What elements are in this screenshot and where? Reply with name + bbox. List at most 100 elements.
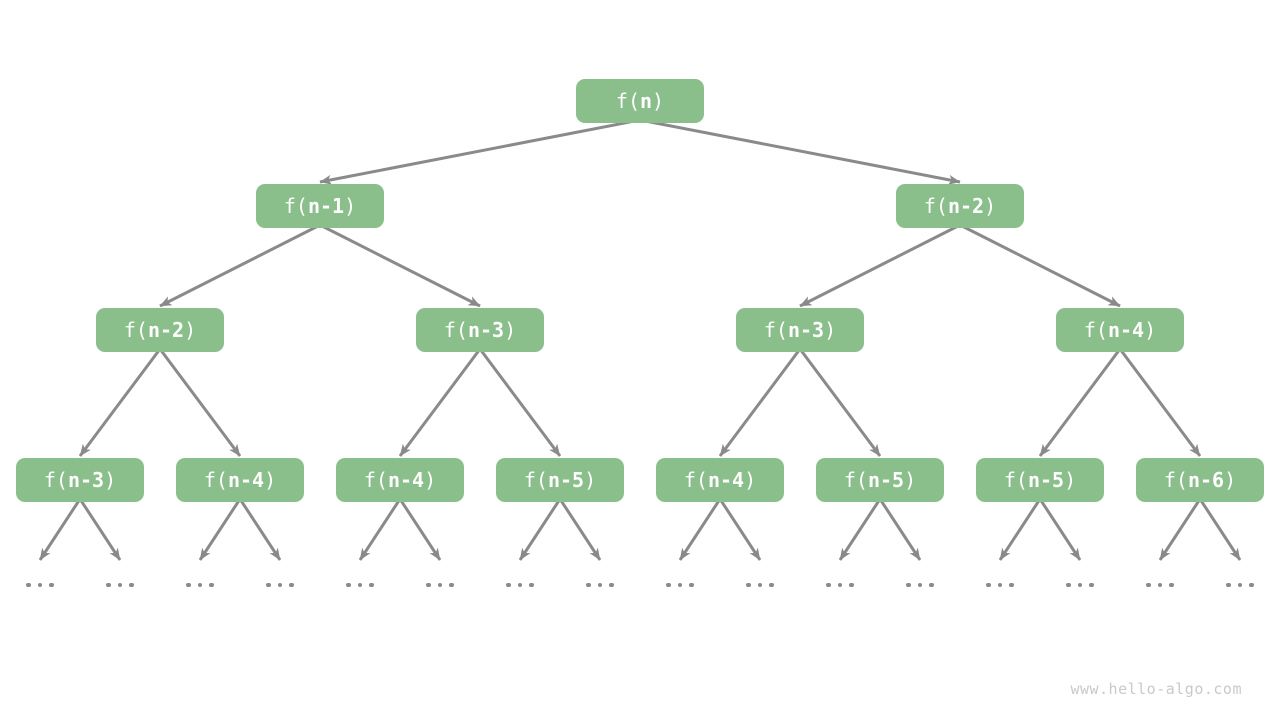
edge-arrow xyxy=(1198,498,1242,561)
ellipsis-dot xyxy=(26,582,31,588)
ellipsis-dot xyxy=(1009,582,1014,588)
node-label-suffix: ) xyxy=(1144,318,1157,342)
edge-arrow xyxy=(518,498,562,561)
tree-node: f(n-5) xyxy=(496,458,624,502)
ellipsis-dot xyxy=(117,582,123,588)
ellipsis-dot xyxy=(929,582,934,588)
node-label-suffix: ) xyxy=(104,468,117,492)
ellipsis-dot xyxy=(37,582,43,588)
edge-arrow xyxy=(838,498,882,561)
node-label-prefix: f( xyxy=(1003,468,1028,492)
tree-node: f(n-3) xyxy=(736,308,864,352)
edge-arrow xyxy=(158,348,242,457)
ellipsis-leaf xyxy=(660,577,700,593)
edge-arrow xyxy=(798,348,882,457)
ellipsis-leaf xyxy=(100,577,140,593)
node-label-arg: n-4 xyxy=(227,468,265,492)
node-label-prefix: f( xyxy=(363,468,388,492)
edge-arrow xyxy=(358,498,402,561)
ellipsis-dot xyxy=(677,582,683,588)
node-label-suffix: ) xyxy=(1064,468,1077,492)
ellipsis-dot xyxy=(129,582,134,588)
ellipsis-dot xyxy=(586,582,591,588)
edge-arrow xyxy=(718,348,802,457)
tree-node: f(n-4) xyxy=(1056,308,1184,352)
tree-node: f(n-2) xyxy=(96,308,224,352)
node-label-prefix: f( xyxy=(283,194,308,218)
tree-node: f(n-5) xyxy=(816,458,944,502)
ellipsis-dot xyxy=(757,582,763,588)
edge-arrow xyxy=(678,498,722,561)
edge-arrow xyxy=(1038,498,1082,561)
ellipsis-leaf xyxy=(20,577,60,593)
tree-node: f(n-6) xyxy=(1136,458,1264,502)
ellipsis-leaf xyxy=(900,577,940,593)
ellipsis-dot xyxy=(1146,582,1151,588)
ellipsis-dot xyxy=(906,582,911,588)
edge-arrow xyxy=(959,223,1121,308)
node-label-prefix: f( xyxy=(203,468,228,492)
edge-arrow xyxy=(478,348,562,457)
node-label-prefix: f( xyxy=(923,194,948,218)
edge-arrow xyxy=(159,223,321,308)
node-label-arg: n-2 xyxy=(947,194,985,218)
edge-group xyxy=(38,118,1242,561)
tree-node: f(n-1) xyxy=(256,184,384,228)
node-label-arg: n-4 xyxy=(1107,318,1145,342)
node-label-arg: n-5 xyxy=(1027,468,1065,492)
node-label-suffix: ) xyxy=(1224,468,1237,492)
node-label-arg: n-3 xyxy=(467,318,505,342)
node-label-suffix: ) xyxy=(264,468,277,492)
node-label-prefix: f( xyxy=(1083,318,1108,342)
tree-node: f(n-3) xyxy=(416,308,544,352)
ellipsis-dot xyxy=(689,582,694,588)
ellipsis-dot xyxy=(289,582,294,588)
ellipsis-leaf xyxy=(740,577,780,593)
node-label-prefix: f( xyxy=(123,318,148,342)
ellipsis-dot xyxy=(1157,582,1163,588)
ellipsis-dot xyxy=(666,582,671,588)
node-label-suffix: ) xyxy=(652,89,665,113)
watermark: www.hello-algo.com xyxy=(1070,680,1242,698)
tree-node: f(n-4) xyxy=(336,458,464,502)
ellipsis-dot xyxy=(746,582,751,588)
ellipsis-dot xyxy=(106,582,111,588)
edge-arrow xyxy=(998,498,1042,561)
node-label-arg: n-5 xyxy=(867,468,905,492)
ellipsis-leaf xyxy=(260,577,300,593)
node-label-suffix: ) xyxy=(904,468,917,492)
ellipsis-leaf xyxy=(980,577,1020,593)
edge-arrow xyxy=(398,498,442,561)
ellipsis-dot xyxy=(1089,582,1094,588)
node-label-prefix: f( xyxy=(1163,468,1188,492)
node-label-suffix: ) xyxy=(424,468,437,492)
ellipsis-dot xyxy=(197,582,203,588)
ellipsis-leaf xyxy=(1060,577,1100,593)
ellipsis-dot xyxy=(1169,582,1174,588)
ellipsis-dot xyxy=(517,582,523,588)
ellipsis-leaf xyxy=(340,577,380,593)
ellipsis-dot xyxy=(209,582,214,588)
node-label-arg: n xyxy=(640,89,653,113)
edge-arrow xyxy=(558,498,602,561)
node-label-suffix: ) xyxy=(744,468,757,492)
node-label-arg: n-6 xyxy=(1187,468,1225,492)
ellipsis-leaf xyxy=(1220,577,1260,593)
ellipsis-dot xyxy=(1226,582,1231,588)
node-label-arg: n-4 xyxy=(387,468,425,492)
ellipsis-leaf xyxy=(1140,577,1180,593)
tree-node: f(n-3) xyxy=(16,458,144,502)
node-label-prefix: f( xyxy=(843,468,868,492)
ellipsis-dot xyxy=(437,582,443,588)
node-label-suffix: ) xyxy=(344,194,357,218)
node-label-arg: n-2 xyxy=(147,318,185,342)
edge-arrow xyxy=(78,498,122,561)
tree-node: f(n-5) xyxy=(976,458,1104,502)
edge-arrow xyxy=(1038,348,1122,457)
node-label-arg: n-3 xyxy=(67,468,105,492)
ellipsis-dot xyxy=(997,582,1003,588)
ellipsis-dot xyxy=(1066,582,1071,588)
edge-arrow xyxy=(319,223,481,308)
